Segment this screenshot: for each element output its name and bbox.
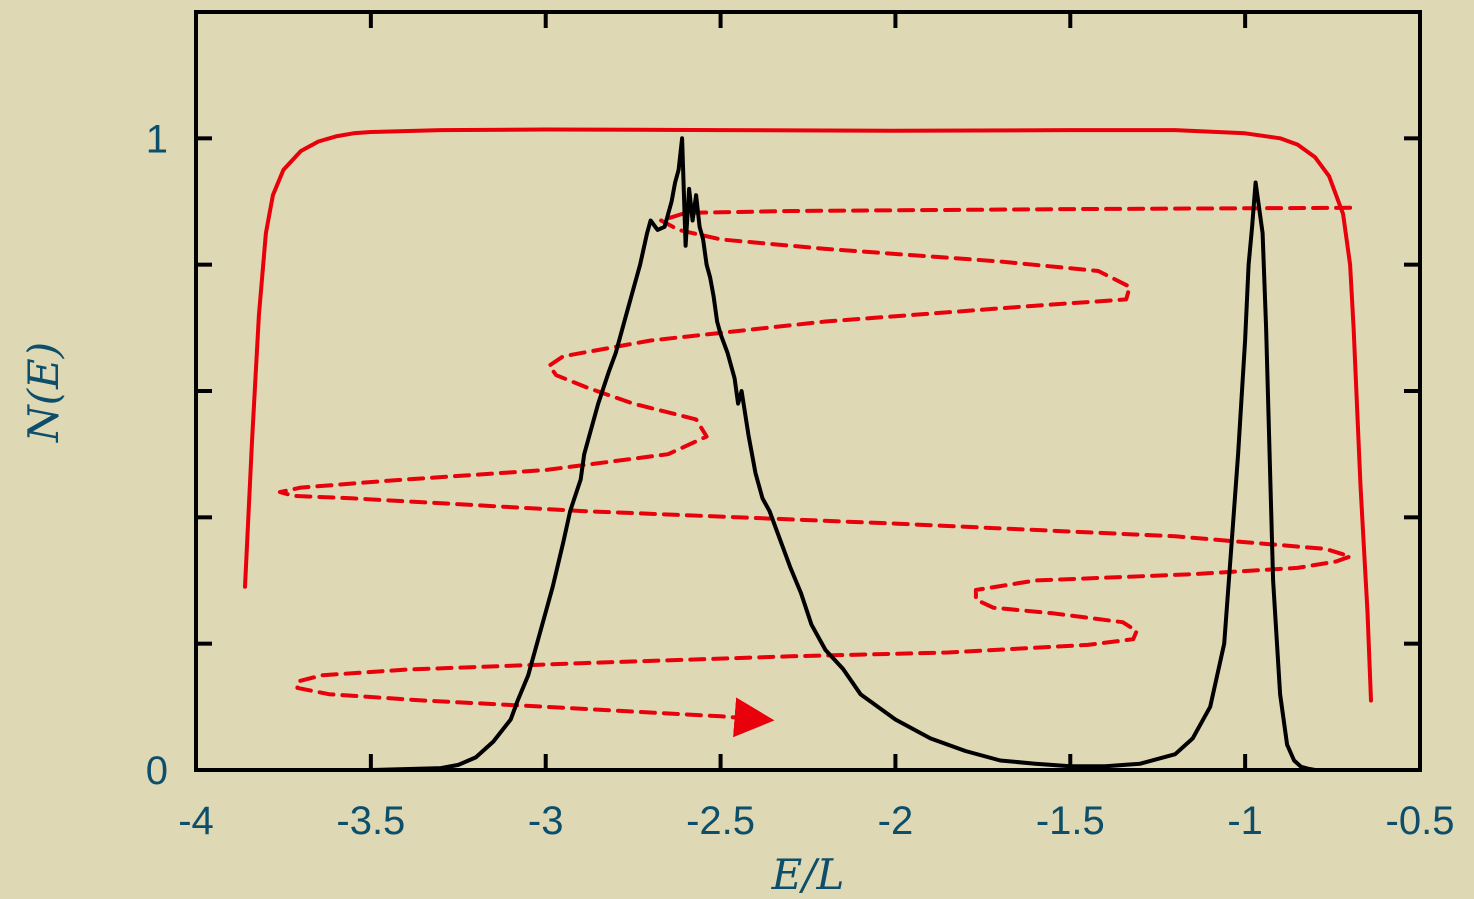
y-axis-label: N(E) [19,342,68,443]
x-tick-label-2: -3 [528,799,564,843]
plot-layer [194,127,1373,772]
x-tick-label-5: -1.5 [1036,799,1105,843]
x-tick-label-3: -2.5 [686,799,755,843]
x-tick-label-4: -2 [878,799,914,843]
axes-layer [194,10,1422,772]
series-line-1 [277,205,1353,738]
x-tick-label-1: -3.5 [336,799,405,843]
x-axis-label: E/L [771,850,845,899]
x-tick-label-0: -4 [178,799,214,843]
y-tick-label-5: 1 [146,117,168,161]
x-tick-label-6: -1 [1227,799,1263,843]
y-tick-label-0: 0 [146,749,168,793]
series-line-0 [243,127,1373,703]
labels-layer: E/L N(E) -4 -3.5 -3 -2.5 -2 -1.5 -1 -0.5 0 1 [19,117,1454,899]
series-line-2 [194,136,1318,772]
x-tick-label-7: -0.5 [1386,799,1455,843]
